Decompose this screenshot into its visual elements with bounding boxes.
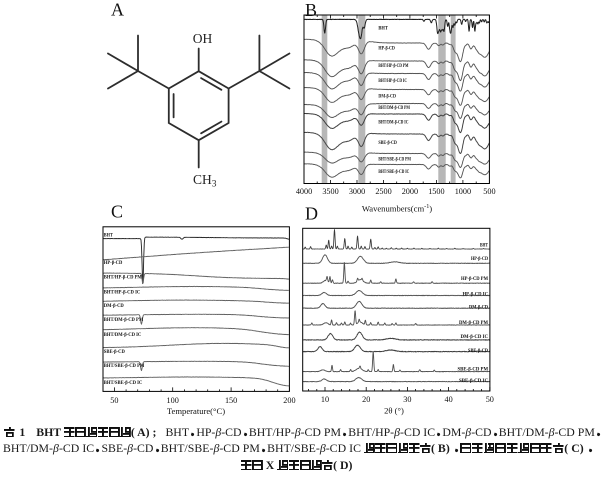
svg-text:3000: 3000 [349, 187, 365, 196]
svg-text:Temperature(°C): Temperature(°C) [167, 406, 225, 416]
svg-text:HP-β-CD: HP-β-CD [471, 256, 488, 262]
svg-text:DM-β-CD: DM-β-CD [104, 303, 124, 309]
svg-text:BHT/SBE-β-CD PM: BHT/SBE-β-CD PM [104, 363, 145, 369]
svg-text:2000: 2000 [402, 187, 418, 196]
svg-text:CH3: CH3 [193, 172, 217, 190]
svg-text:BHT/HP-β-CD PM: BHT/HP-β-CD PM [378, 63, 408, 69]
svg-text:DM-β-CD: DM-β-CD [378, 94, 396, 100]
svg-text:DM-β-CD: DM-β-CD [469, 304, 488, 310]
svg-text:SBE-β-CD: SBE-β-CD [104, 349, 125, 355]
svg-text:500: 500 [483, 187, 495, 196]
svg-text:10: 10 [321, 395, 329, 404]
svg-text:BHT/SBE-β-CD IC: BHT/SBE-β-CD IC [104, 380, 143, 386]
svg-text:50: 50 [110, 396, 118, 405]
svg-text:BHT/HP-β-CD PM: BHT/HP-β-CD PM [104, 274, 143, 280]
svg-text:C: C [111, 202, 123, 222]
svg-text:4000: 4000 [296, 187, 312, 196]
svg-text:BHT/SBE-β-CD IC: BHT/SBE-β-CD IC [378, 169, 409, 175]
svg-text:BHT/DM-β-CD PM: BHT/DM-β-CD PM [378, 105, 410, 111]
svg-text:Wavenumbers(cm-1): Wavenumbers(cm-1) [362, 203, 432, 213]
svg-text:1000: 1000 [455, 187, 471, 196]
svg-text:D: D [305, 204, 318, 224]
svg-text:40: 40 [445, 395, 453, 404]
svg-text:SBE-β-CD IC: SBE-β-CD IC [459, 378, 488, 384]
svg-text:BHT/SBE-β-CD PM: BHT/SBE-β-CD PM [378, 157, 411, 163]
svg-text:100: 100 [167, 396, 179, 405]
svg-text:BHT/HP-β-CD IC: BHT/HP-β-CD IC [378, 78, 407, 84]
svg-text:HP-β-CD PM: HP-β-CD PM [461, 276, 488, 282]
svg-text:BHT: BHT [378, 25, 388, 31]
svg-text:A: A [111, 0, 124, 20]
svg-text:3500: 3500 [322, 187, 338, 196]
svg-text:1500: 1500 [428, 187, 444, 196]
svg-text:20: 20 [362, 395, 370, 404]
svg-text:BHT/DM-β-CD IC: BHT/DM-β-CD IC [378, 119, 408, 125]
svg-text:HP-β-CD IC: HP-β-CD IC [463, 291, 489, 297]
svg-text:SBE-β-CD: SBE-β-CD [468, 348, 488, 354]
svg-text:B: B [305, 0, 317, 20]
svg-text:BHT/HP-β-CD IC: BHT/HP-β-CD IC [104, 290, 141, 296]
svg-text:BHT/DM-β-CD PM: BHT/DM-β-CD PM [104, 317, 144, 323]
svg-text:HP-β-CD: HP-β-CD [378, 46, 395, 52]
svg-text:150: 150 [225, 396, 237, 405]
svg-text:HP-β-CD: HP-β-CD [104, 260, 123, 266]
svg-text:DM-β-CD PM: DM-β-CD PM [459, 320, 488, 326]
svg-text:2θ (°): 2θ (°) [384, 406, 404, 416]
svg-text:SBE-β-CD: SBE-β-CD [378, 140, 397, 146]
svg-text:DM-β-CD IC: DM-β-CD IC [461, 334, 489, 340]
svg-text:30: 30 [403, 395, 411, 404]
svg-text:2500: 2500 [375, 187, 391, 196]
svg-text:OH: OH [193, 31, 213, 46]
svg-text:200: 200 [283, 396, 295, 405]
svg-text:BHT: BHT [480, 243, 488, 249]
svg-text:BHT: BHT [104, 233, 113, 239]
svg-text:50: 50 [486, 395, 494, 404]
svg-text:BHT/DM-β-CD IC: BHT/DM-β-CD IC [104, 332, 142, 338]
svg-text:SBE-β-CD PM: SBE-β-CD PM [458, 367, 489, 373]
